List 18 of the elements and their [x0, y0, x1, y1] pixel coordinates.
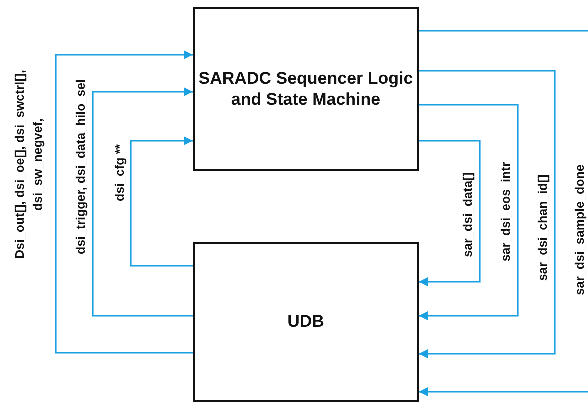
block-box	[193, 7, 419, 171]
connector-arrow	[92, 88, 193, 317]
block-title: UDB	[286, 311, 326, 333]
connector-arrow	[419, 70, 556, 358]
connector-arrow	[419, 388, 588, 396]
edge-label: sar_dsi_data[]	[460, 172, 476, 258]
edge-label: dsi_cfg **	[112, 144, 128, 202]
connector-arrow	[419, 140, 481, 286]
connector-arrow	[55, 50, 193, 354]
connector-arrow	[419, 104, 519, 320]
connector-arrow	[130, 136, 193, 267]
edge-label: sar_dsi_eos_intr	[498, 162, 514, 262]
block-title: SARADC Sequencer Logic and State Machine	[198, 68, 414, 110]
signal-label: sar_dsi_sample_done	[572, 164, 588, 296]
edge-label: Dsi_out[], dsi_oe[], dsi_swctrl[], dsi_sw_negvef,	[12, 70, 46, 262]
edge-label: dsi_trigger, dsi_data_hilo_sel	[72, 79, 89, 255]
block-box	[193, 242, 419, 402]
edge-label: sar_dsi_chan_id[]	[534, 174, 551, 282]
